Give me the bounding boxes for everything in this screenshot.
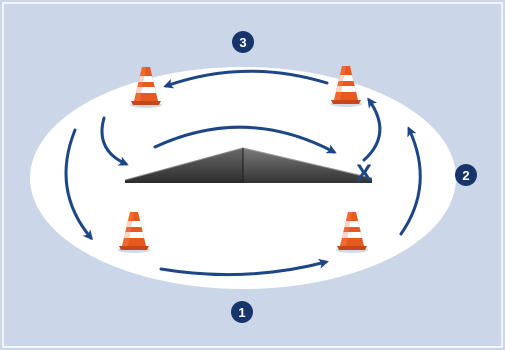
step-badge-label: 3 — [239, 35, 246, 50]
step-badge-3: 3 — [232, 31, 254, 53]
x-marker: X — [356, 160, 372, 187]
step-badge-2: 2 — [455, 164, 477, 186]
step-badge-label: 1 — [238, 305, 245, 320]
step-badge-label: 2 — [462, 168, 469, 183]
step-badge-1: 1 — [231, 301, 253, 323]
